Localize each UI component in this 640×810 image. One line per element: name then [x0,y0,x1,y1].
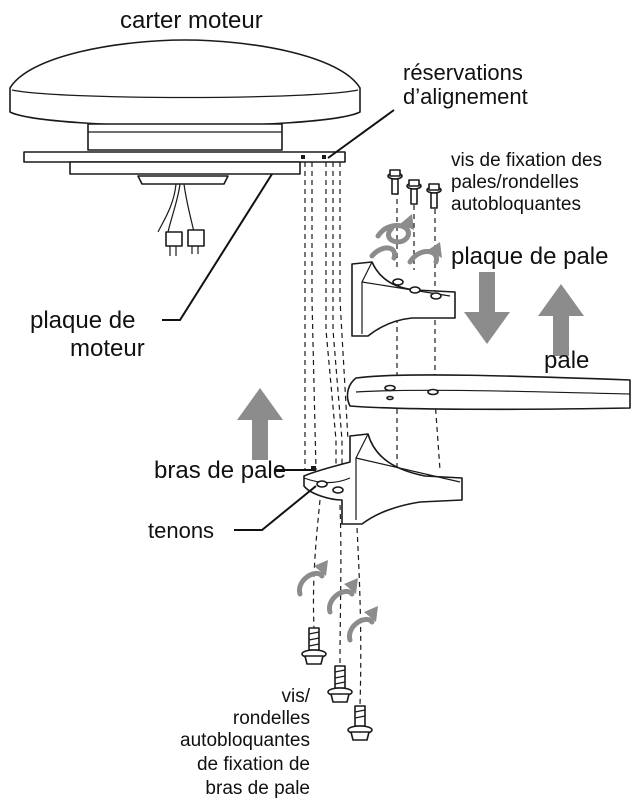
arm-screw [347,705,373,741]
leader-alignment-slots [327,109,395,159]
label-blade-screws-1: vis de fixation des [451,150,602,171]
leader-motor-plate [162,173,273,321]
blade-screw [406,179,422,205]
motor-housing [9,39,361,151]
label-arm-screws-3: autobloquantes [180,730,310,751]
label-blade-screws-3: autobloquantes [451,194,581,215]
label-motor-housing: carter moteur [120,7,263,34]
rotate-arrow-icon [428,242,442,258]
label-arm-screws-4: de fixation de [197,754,310,775]
blade-plate [351,261,456,337]
label-arm-screws-2: rondelles [233,708,310,729]
label-alignment-slots-2: d’alignement [403,84,528,109]
rotation-arrows-bottom [297,560,378,643]
rotate-arrow-icon [364,606,378,622]
rotate-arrow-icon [400,214,414,230]
blade [346,374,631,411]
arm-screws [301,627,373,741]
rotation-arrows-top [369,214,442,265]
blade-screw [426,183,442,209]
alignment-guides [304,162,441,706]
label-blade-arm: bras de pale [154,457,286,484]
label-blade-plate: plaque de pale [451,243,608,270]
label-motor-plate-2: moteur [70,335,145,362]
arm-screw [327,665,353,703]
label-tenons: tenons [148,518,214,543]
arrow-down-icon [464,272,510,344]
motor-plate [23,151,346,175]
arm-screw [301,627,327,665]
rotate-arrow-icon [314,560,328,576]
tenon [311,466,316,471]
blade-screws [387,169,442,209]
label-alignment-slots-1: réservations [403,60,523,85]
alignment-slot [301,155,305,159]
label-motor-plate-1: plaque de [30,307,135,334]
label-arm-screws-5: bras de pale [205,778,310,799]
label-blade-screws-2: pales/rondelles [451,172,579,193]
blade-arm [303,433,463,525]
label-arm-screws-1: vis/ [282,686,311,707]
blade-screw [387,169,403,195]
arrow-up-icon [237,388,283,460]
arrow-up-icon [538,284,584,356]
alignment-slot [322,155,326,159]
label-blade: pale [544,347,589,374]
leader-tenons [234,485,317,531]
rotate-arrow-icon [344,578,358,594]
motor-wiring [137,175,229,256]
